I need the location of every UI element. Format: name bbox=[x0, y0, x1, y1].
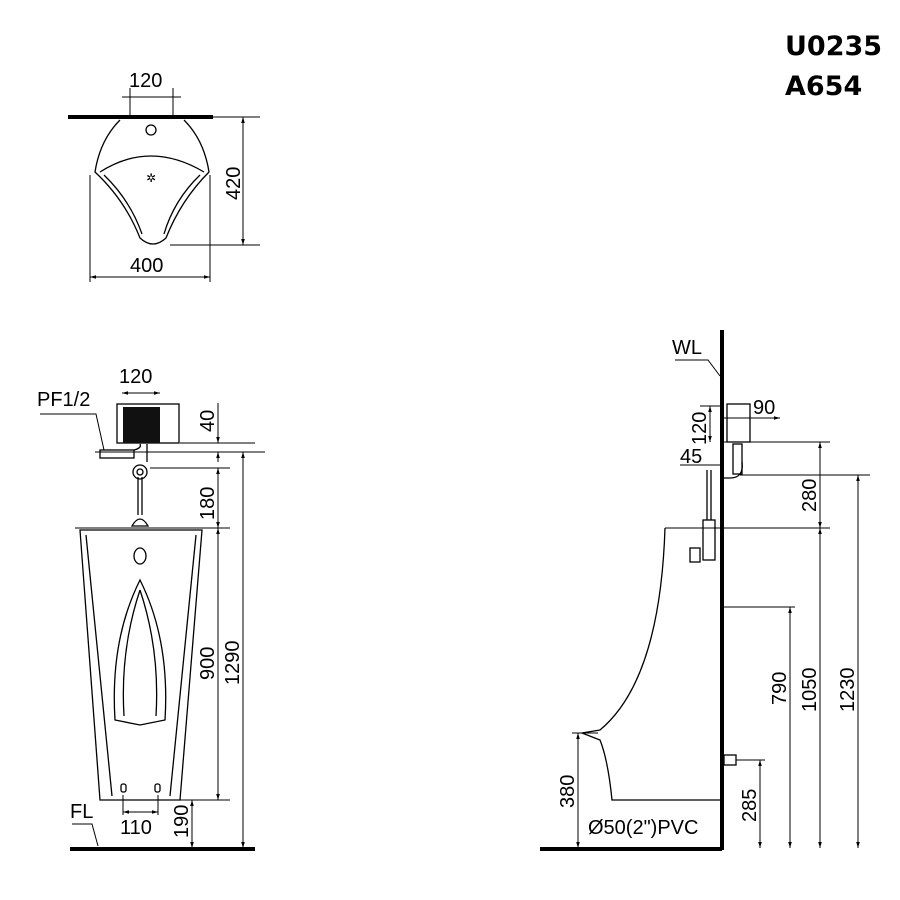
dim-lip-height: 380 bbox=[557, 775, 579, 808]
dim-base-height: 190 bbox=[171, 805, 193, 838]
inlet-label: PF1/2 bbox=[37, 389, 90, 411]
dim-drain-height: 285 bbox=[739, 789, 761, 822]
dim-offset: 45 bbox=[680, 446, 702, 468]
wall-label: WL bbox=[672, 337, 702, 359]
model-number: U0235 bbox=[785, 31, 882, 62]
dim-depth: 420 bbox=[223, 167, 245, 200]
dim-outlet-height: 790 bbox=[769, 672, 791, 705]
side-view: WL 90 120 45 280 790 1050 1230 285 380 bbox=[540, 330, 870, 851]
flush-valve-box bbox=[726, 403, 751, 443]
dim-box-height: 40 bbox=[197, 410, 219, 432]
dim-box-height: 120 bbox=[689, 412, 711, 445]
dim-box-width: 120 bbox=[119, 366, 152, 388]
valve-model-number: A654 bbox=[785, 71, 862, 102]
drain-pipe-label: Ø50(2")PVC bbox=[588, 817, 698, 839]
dim-box-depth: 90 bbox=[753, 397, 775, 419]
dim-pipe-length: 280 bbox=[799, 479, 821, 512]
top-view: ✲ 120 420 400 bbox=[68, 70, 260, 282]
drain-icon: ✲ bbox=[146, 171, 156, 185]
inlet-hole-icon bbox=[145, 124, 157, 136]
dim-width: 400 bbox=[130, 255, 163, 277]
bowl-outline bbox=[94, 119, 210, 245]
floor-label: FL bbox=[70, 801, 93, 823]
dim-inlet-spacing: 120 bbox=[129, 70, 162, 92]
urinal-body bbox=[579, 527, 722, 801]
dim-total-height: 1290 bbox=[222, 641, 244, 686]
dim-top-height: 1050 bbox=[799, 668, 821, 713]
dim-pipe-length: 180 bbox=[197, 487, 219, 520]
front-view: 120 PF1/2 40 180 900 1290 190 110 bbox=[37, 366, 265, 851]
dim-total-height: 1230 bbox=[837, 668, 859, 713]
dim-body-height: 900 bbox=[197, 647, 219, 680]
dim-feet-spacing: 110 bbox=[120, 817, 152, 839]
